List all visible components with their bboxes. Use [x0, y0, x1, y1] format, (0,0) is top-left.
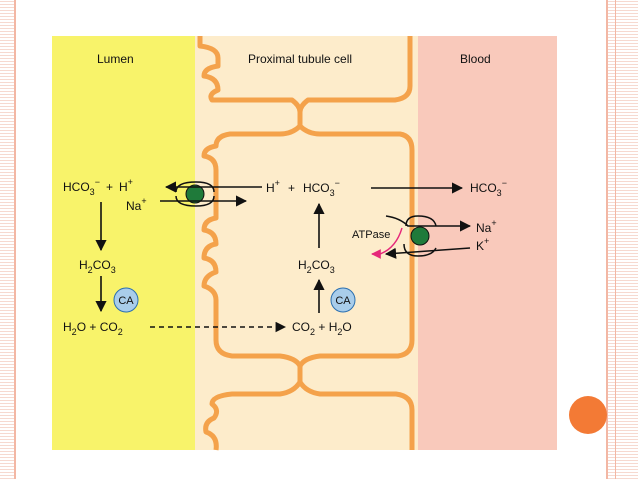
- lumen-h2o-co2-label: H2O + CO2: [63, 320, 123, 337]
- atpase-pink-arrow: [371, 227, 403, 259]
- blood-na-label: Na+: [476, 218, 497, 235]
- slide-left-border: [0, 0, 14, 479]
- cell-h2co3-label: H2CO3: [298, 258, 335, 275]
- slide-right-border-line-inner: [615, 0, 616, 479]
- lumen-na-label: Na+: [126, 196, 147, 213]
- cell-carbonic-anhydrase: [330, 287, 356, 313]
- na-k-atpase-pump: [403, 215, 437, 257]
- cell-h-hco3-label: H++HCO3−: [266, 178, 340, 198]
- blood-k-label: K+: [476, 236, 489, 253]
- arrow-k-to-cell: [384, 247, 471, 259]
- cell-co2-h2o-label: CO2 + H2O: [292, 320, 352, 337]
- lumen-carbonic-anhydrase: [113, 287, 139, 313]
- cell-membrane: [197, 36, 415, 451]
- label-proximal-tubule-cell: Proximal tubule cell: [248, 52, 352, 66]
- lumen-hco3-label: HCO3−+H+: [63, 177, 133, 197]
- cell-region: [195, 36, 425, 450]
- slide-left-border-line: [14, 0, 16, 479]
- arrow-na-to-blood: [385, 215, 472, 232]
- label-blood: Blood: [460, 52, 491, 66]
- blood-hco3-label: HCO3−: [470, 178, 507, 198]
- blood-region: [418, 36, 557, 450]
- cell-ca-label: CA: [335, 295, 351, 307]
- slide-right-border: [608, 0, 638, 479]
- slide-right-border-line: [606, 0, 608, 479]
- lumen-region: [52, 36, 210, 450]
- lumen-h2co3-label: H2CO3: [79, 258, 116, 275]
- accent-dot: [569, 396, 607, 434]
- atpase-label: ATPase: [352, 229, 390, 241]
- label-lumen: Lumen: [97, 52, 134, 66]
- lumen-ca-label: CA: [118, 295, 134, 307]
